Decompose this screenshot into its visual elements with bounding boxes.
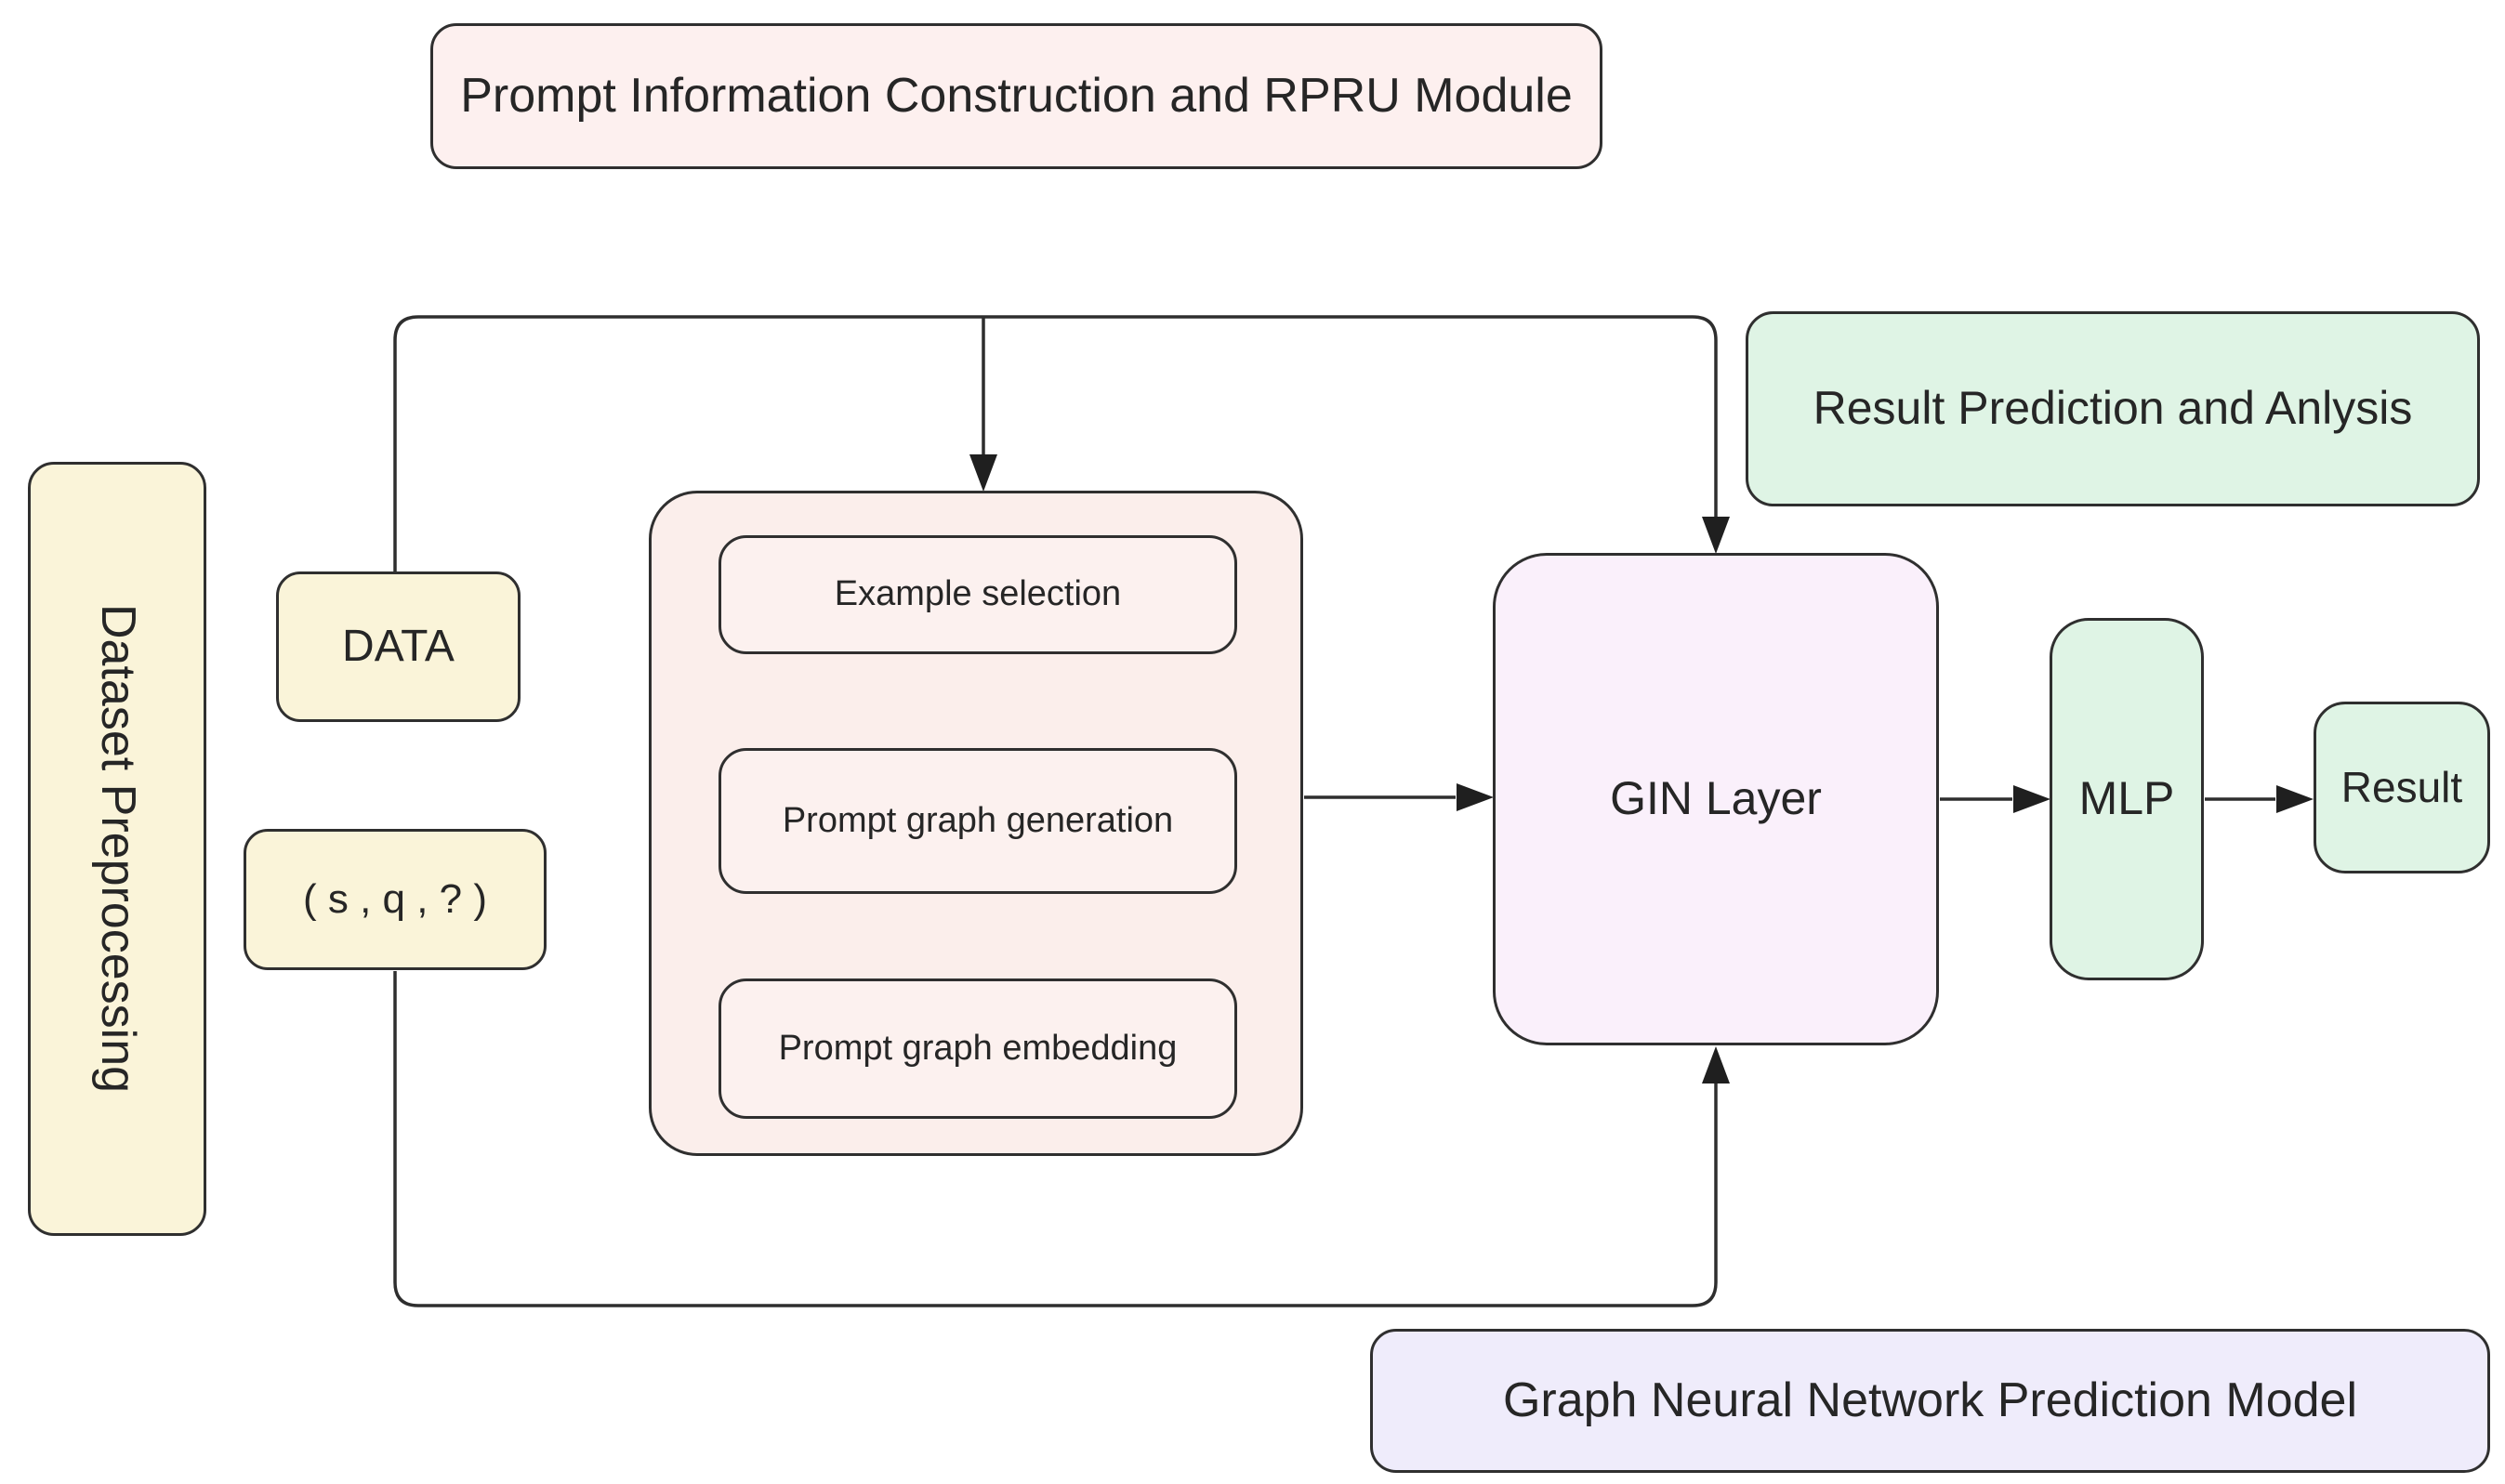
arrowhead-mlp bbox=[2013, 785, 2050, 813]
arrowhead-result bbox=[2276, 785, 2314, 813]
node-data-label: DATA bbox=[342, 622, 455, 672]
node-example-selection: Example selection bbox=[719, 535, 1237, 654]
connector-triple-to-gin-bottom bbox=[393, 971, 1718, 1307]
node-data: DATA bbox=[276, 571, 521, 722]
arrowhead-prompt-container bbox=[969, 454, 997, 492]
banner-result-prediction-analysis-label: Result Prediction and Anlysis bbox=[1813, 382, 2413, 435]
node-result-label: Result bbox=[2340, 763, 2463, 812]
arrowhead-gin-left bbox=[1457, 783, 1494, 811]
banner-gnn-prediction-model: Graph Neural Network Prediction Model bbox=[1370, 1329, 2490, 1473]
node-example-selection-label: Example selection bbox=[834, 574, 1122, 614]
node-prompt-graph-embedding-label: Prompt graph embedding bbox=[778, 1028, 1178, 1068]
node-prompt-graph-generation: Prompt graph generation bbox=[719, 748, 1237, 894]
banner-gnn-prediction-model-label: Graph Neural Network Prediction Model bbox=[1502, 1372, 2358, 1427]
banner-result-prediction-analysis: Result Prediction and Anlysis bbox=[1746, 311, 2480, 506]
node-mlp-label: MLP bbox=[2078, 772, 2175, 825]
connector-data-to-gin-top bbox=[393, 315, 1718, 574]
node-triple-s-q-label: ( s , q , ? ) bbox=[302, 875, 488, 922]
node-prompt-graph-generation-label: Prompt graph generation bbox=[782, 800, 1174, 840]
node-triple-s-q: ( s , q , ? ) bbox=[244, 829, 547, 970]
node-result: Result bbox=[2314, 702, 2490, 873]
banner-prompt-information-module: Prompt Information Construction and RPRU… bbox=[430, 23, 1602, 169]
arrowhead-gin-top bbox=[1702, 517, 1730, 554]
node-gin-layer: GIN Layer bbox=[1493, 553, 1939, 1045]
banner-dataset-preprocessing: Dataset Preprocessing bbox=[28, 462, 206, 1236]
banner-dataset-preprocessing-label: Dataset Preprocessing bbox=[90, 604, 145, 1094]
banner-prompt-information-module-label: Prompt Information Construction and RPRU… bbox=[460, 68, 1573, 123]
node-gin-layer-label: GIN Layer bbox=[1610, 772, 1822, 825]
node-prompt-graph-embedding: Prompt graph embedding bbox=[719, 978, 1237, 1119]
node-mlp: MLP bbox=[2050, 618, 2204, 980]
arrowhead-gin-bottom bbox=[1702, 1046, 1730, 1083]
